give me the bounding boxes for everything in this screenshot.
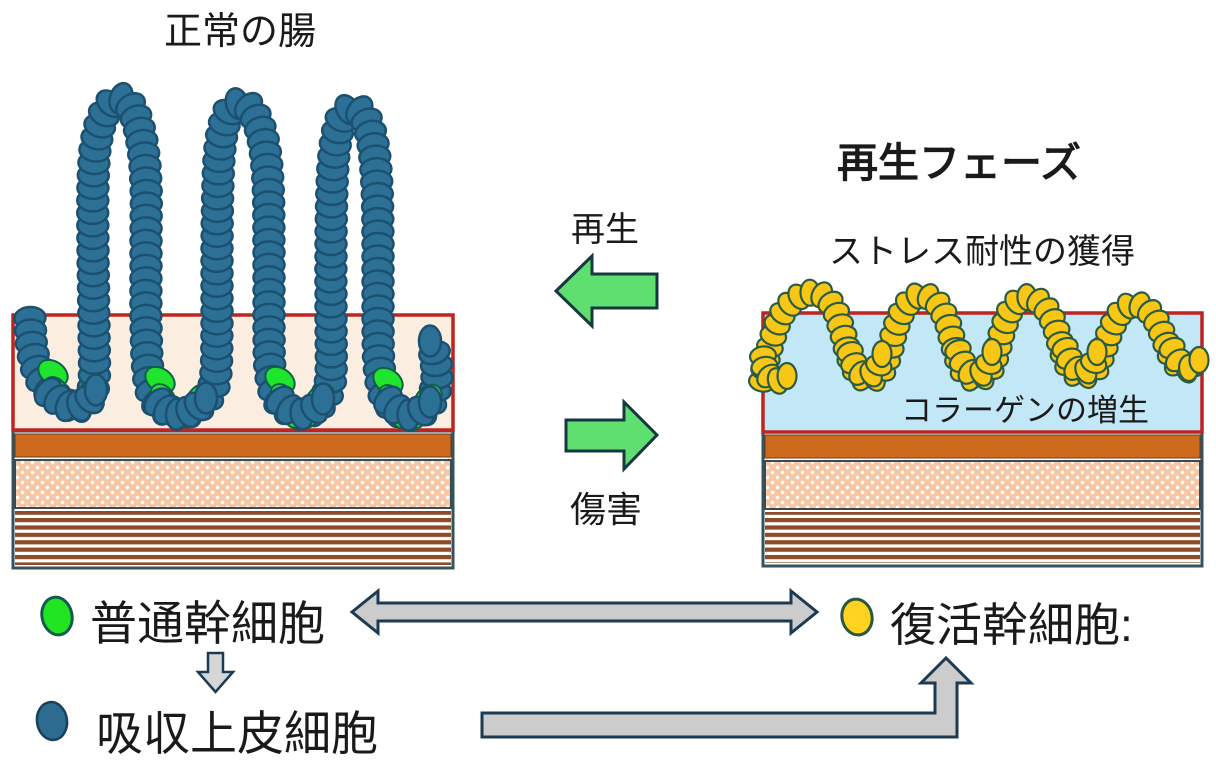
injury-arrow: [564, 398, 660, 473]
villi-epithelium-chain: [13, 81, 454, 432]
left-submucosa-band: [14, 459, 452, 509]
left-muscularis-band: [14, 433, 452, 458]
normal-stem-cell-label: 普通幹細胞: [90, 597, 325, 650]
injury-label: 傷害: [570, 489, 642, 530]
absorptive-cell-label: 吸収上皮細胞: [96, 707, 378, 760]
differentiation-down-arrow: [195, 651, 236, 694]
interconversion-double-arrow: [349, 587, 820, 637]
left-muscle-stripe-band: [15, 511, 451, 565]
revival-stem-cell-icon: [840, 597, 874, 637]
collagen-label: コラーゲンの増生: [901, 393, 1149, 428]
crypt-bottom-cells: [33, 373, 443, 432]
right-wall-layers: [761, 430, 1204, 568]
revival-epithelium-chain: [748, 278, 1210, 395]
absorptive-cell-icon: [35, 700, 69, 742]
legend: 普通幹細胞 復活幹細胞: 吸収上皮細胞: [35, 587, 1133, 760]
middle-arrows: 再生 傷害: [553, 211, 660, 530]
left-panel-title: 正常の腸: [164, 11, 316, 53]
right-panel-title: 再生フェーズ: [837, 140, 1081, 186]
left-wall-layers: [11, 429, 455, 570]
regeneration-label: 再生: [571, 211, 639, 249]
right-regeneration-panel: 再生フェーズ ストレス耐性の獲得 コラーゲンの増生: [748, 140, 1210, 568]
revival-stem-cell-label: 復活幹細胞:: [890, 599, 1133, 651]
left-intestine-panel: 正常の腸: [11, 11, 455, 570]
right-muscle-stripe-band: [765, 512, 1200, 563]
right-panel-subtitle: ストレス耐性の獲得: [829, 233, 1135, 271]
dedifferentiation-elbow-arrow: [480, 655, 975, 739]
normal-stem-cell-icon: [40, 595, 74, 637]
right-muscularis-band: [764, 434, 1201, 459]
right-submucosa-band: [764, 460, 1201, 510]
regeneration-arrow: [553, 252, 659, 330]
